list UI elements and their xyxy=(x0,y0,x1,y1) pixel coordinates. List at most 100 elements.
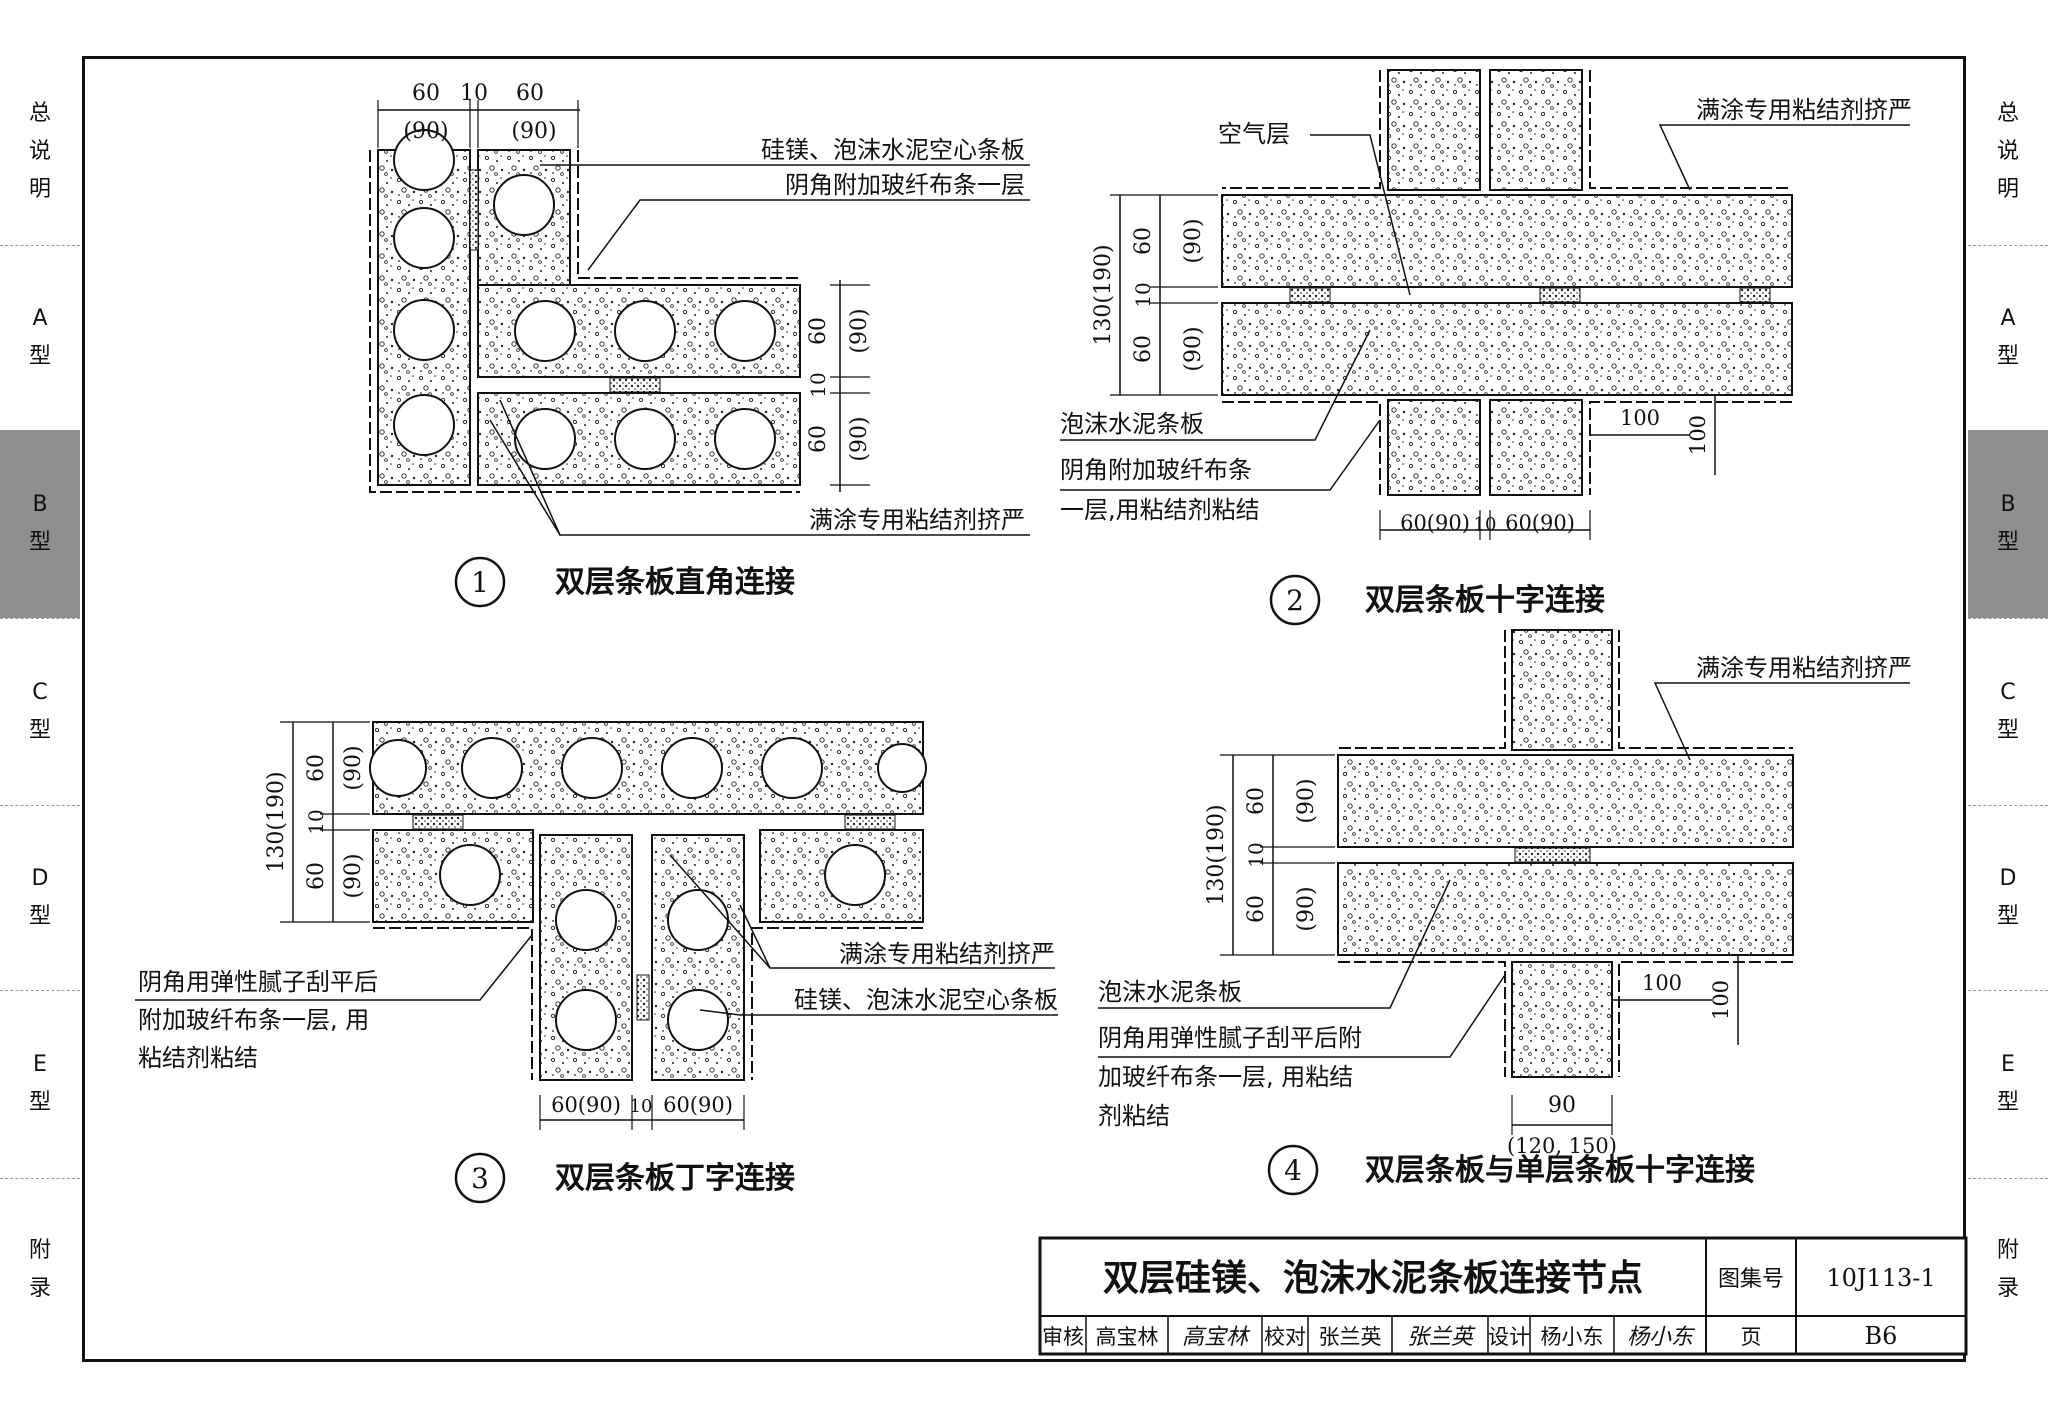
side-tab-right-A[interactable]: A 型 xyxy=(1968,245,2048,430)
tab-divider xyxy=(0,618,80,619)
dim-label: 100 xyxy=(1709,980,1733,1020)
side-tab-label: 附 录 xyxy=(1996,1238,2019,1301)
tab-divider xyxy=(0,805,80,806)
detail-title: 双层条板直角连接 xyxy=(555,565,795,600)
side-tab-left-E[interactable]: E 型 xyxy=(0,990,80,1178)
side-tab-label: B 型 xyxy=(28,492,51,555)
note-corner: 阴角附加玻纤布条 xyxy=(1060,456,1252,484)
title-block: 双层硅镁、泡沫水泥条板连接节点 图集号 10J113-1 审核 高宝林 高宝林 … xyxy=(1038,1236,1968,1356)
glue-joint xyxy=(469,169,479,251)
panel-horizontal-upper xyxy=(1337,754,1794,848)
side-tab-left-B[interactable]: B 型 xyxy=(0,430,80,618)
tab-divider xyxy=(1968,1178,2048,1179)
note-corner: 阴角用弹性腻子刮平后 xyxy=(138,968,378,996)
detail-1: 60 10 60 (90) (90) 60 10 60 (90) (90) 硅镁… xyxy=(369,81,1030,608)
dim-label: 10 xyxy=(1474,514,1497,535)
side-tab-left-D[interactable]: D 型 xyxy=(0,805,80,990)
side-tab-label: C 型 xyxy=(28,679,51,743)
page-label: 页 xyxy=(1741,1325,1762,1349)
side-tab-right-appendix[interactable]: 附 录 xyxy=(1968,1178,2048,1362)
side-tab-right-C[interactable]: C 型 xyxy=(1968,618,2048,805)
dim-label: 130(190) xyxy=(264,771,289,872)
dim-label: (90) xyxy=(847,308,872,353)
side-tab-label: A 型 xyxy=(1996,305,2019,369)
side-tab-left-C[interactable]: C 型 xyxy=(0,618,80,805)
review-signature: 高宝林 xyxy=(1182,1325,1251,1350)
panel-horizontal-upper xyxy=(1221,194,1793,288)
tab-divider xyxy=(0,430,80,431)
dim-label: 60(90) xyxy=(1400,511,1470,535)
side-tab-right-overview[interactable]: 总 说 明 xyxy=(1968,58,2048,245)
note-corner: 阴角附加玻纤布条一层 xyxy=(785,171,1025,199)
design-label: 设计 xyxy=(1488,1325,1530,1349)
detail-title: 双层条板十字连接 xyxy=(1365,583,1605,618)
dim-label: 60 xyxy=(1131,227,1156,255)
dim-label: 10 xyxy=(1131,282,1155,307)
panel-horizontal-upper xyxy=(372,721,924,815)
detail-number: 3 xyxy=(471,1162,489,1195)
detail-title: 双层条板与单层条板十字连接 xyxy=(1365,1153,1755,1188)
detail-2: 130(190) 60 10 60 (90) (90) 60(90) 10 60… xyxy=(1060,69,1912,626)
tab-divider xyxy=(1968,245,2048,246)
dim-label: 100 xyxy=(1642,971,1682,995)
dim-label: 60 xyxy=(304,754,329,782)
dim-label: 60(90) xyxy=(1505,511,1575,535)
detail-number-circle xyxy=(454,1152,506,1204)
detail-title: 双层条板丁字连接 xyxy=(555,1161,795,1196)
dim-label: 100 xyxy=(1620,406,1660,430)
tab-divider xyxy=(1968,805,2048,806)
dim-label: 10 xyxy=(304,809,328,834)
note-glue: 满涂专用粘结剂挤严 xyxy=(1696,96,1912,124)
side-tab-left-appendix[interactable]: 附 录 xyxy=(0,1178,80,1362)
dim-label: 130(190) xyxy=(1091,244,1116,345)
side-tab-label: 附 录 xyxy=(28,1238,51,1301)
dim-label: (90) xyxy=(1181,326,1206,371)
panel-horizontal-lower xyxy=(1221,302,1793,396)
note-corner: 粘结剂粘结 xyxy=(138,1044,258,1072)
dim-label: 60 xyxy=(806,425,831,453)
side-tab-label: 总 说 明 xyxy=(1996,100,2019,202)
side-tab-label: C 型 xyxy=(1996,679,2019,743)
side-tab-label: D 型 xyxy=(28,865,51,929)
dim-label: (90) xyxy=(847,416,872,461)
glue-joint xyxy=(609,377,661,393)
side-tab-label: E 型 xyxy=(1996,1052,2019,1115)
note-panel: 硅镁、泡沫水泥空心条板 xyxy=(761,136,1025,164)
dim-label: (120, 150) xyxy=(1507,1134,1617,1158)
dim-label: 60 xyxy=(304,862,329,890)
detail-number: 4 xyxy=(1284,1154,1302,1187)
side-tab-left-overview[interactable]: 总 说 明 xyxy=(0,58,80,245)
tab-divider xyxy=(1968,990,2048,991)
dim-label: 60 xyxy=(1244,895,1269,923)
dim-label: 10 xyxy=(806,372,830,397)
atlas-label: 图集号 xyxy=(1718,1267,1784,1292)
tab-divider xyxy=(0,990,80,991)
check-signature: 张兰英 xyxy=(1407,1325,1476,1350)
dim-label: 60 xyxy=(806,317,831,345)
dim-label: 60(90) xyxy=(663,1093,733,1117)
detail-number-circle xyxy=(454,556,506,608)
dim-label: (90) xyxy=(403,119,448,144)
side-tab-label: D 型 xyxy=(1996,865,2019,929)
tab-divider xyxy=(0,1178,80,1179)
dim-label: 60(90) xyxy=(551,1093,621,1117)
side-tab-label: B 型 xyxy=(1996,492,2019,555)
detail-number: 2 xyxy=(1286,584,1304,617)
review-label: 审核 xyxy=(1042,1325,1084,1349)
tab-divider xyxy=(0,245,80,246)
dim-label: (90) xyxy=(1294,778,1319,823)
note-corner: 剂粘结 xyxy=(1098,1102,1170,1130)
review-name: 高宝林 xyxy=(1096,1325,1159,1349)
note-corner: 加玻纤布条一层, 用粘结 xyxy=(1098,1063,1353,1091)
side-tab-right-B[interactable]: B 型 xyxy=(1968,430,2048,618)
side-tab-left-A[interactable]: A 型 xyxy=(0,245,80,430)
dim-label: 10 xyxy=(1244,842,1268,867)
side-tab-right-D[interactable]: D 型 xyxy=(1968,805,2048,990)
note-air: 空气层 xyxy=(1218,120,1290,148)
tab-divider xyxy=(1968,430,2048,431)
side-tab-label: A 型 xyxy=(28,305,51,369)
side-tab-label: E 型 xyxy=(28,1052,51,1115)
side-tab-right-E[interactable]: E 型 xyxy=(1968,990,2048,1178)
dim-label: 10 xyxy=(630,1096,653,1117)
